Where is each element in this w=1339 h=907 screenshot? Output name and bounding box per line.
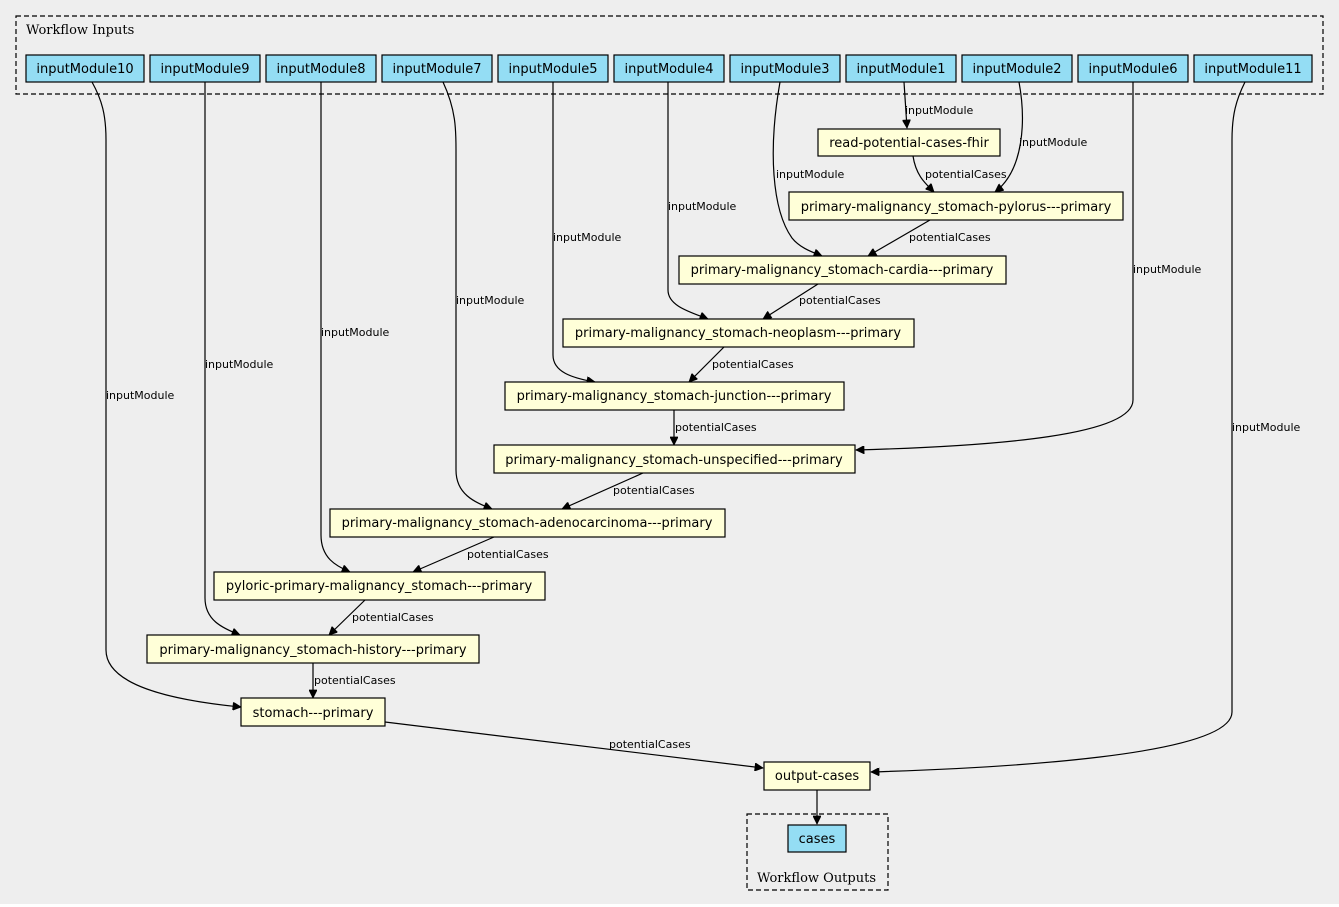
node-label: inputModule3	[741, 62, 830, 77]
node-unspecified-primary[interactable]: primary-malignancy_stomach-unspecified--…	[493, 444, 856, 474]
edge-label-junction: potentialCases	[675, 421, 757, 434]
edge-label-stomach: potentialCases	[609, 738, 691, 751]
node-label: read-potential-cases-fhir	[829, 136, 989, 151]
edge-label-in8: inputModule	[321, 326, 390, 339]
node-inputModule8[interactable]: inputModule8	[265, 54, 377, 83]
node-inputModule9[interactable]: inputModule9	[149, 54, 261, 83]
node-label: inputModule9	[161, 62, 250, 77]
node-label: primary-malignancy_stomach-adenocarcinom…	[342, 516, 713, 531]
edge-adeno-pyloric	[413, 536, 495, 572]
edge-label-in7: inputModule	[456, 294, 525, 307]
node-inputModule4[interactable]: inputModule4	[613, 54, 725, 83]
workflow-outputs-label: Workflow Outputs	[757, 871, 876, 886]
node-cases[interactable]: cases	[787, 824, 847, 853]
edge-label-in3: inputModule	[776, 168, 845, 181]
edge-unspecified-adeno	[562, 472, 644, 509]
workflow-inputs-cluster: Workflow Inputs	[15, 15, 1324, 95]
edge-labels: inputModule inputModule potentialCases i…	[106, 104, 1301, 751]
edge-in1-read	[904, 81, 907, 128]
node-label: primary-malignancy_stomach-pylorus---pri…	[801, 200, 1112, 215]
node-label: cases	[799, 832, 836, 847]
node-label: pyloric-primary-malignancy_stomach---pri…	[226, 579, 533, 594]
edge-label-history: potentialCases	[314, 674, 396, 687]
edge-label-in1: inputModule	[905, 104, 974, 117]
node-label: primary-malignancy_stomach-cardia---prim…	[691, 263, 994, 278]
node-label: primary-malignancy_stomach-unspecified--…	[505, 453, 843, 468]
node-label: inputModule2	[973, 62, 1062, 77]
edge-in3-cardia	[772, 81, 822, 256]
node-inputModule1[interactable]: inputModule1	[845, 54, 957, 83]
edge-label-pyloric: potentialCases	[352, 611, 434, 624]
node-pyloric-primary[interactable]: pyloric-primary-malignancy_stomach---pri…	[213, 571, 546, 601]
node-label: inputModule10	[36, 62, 133, 77]
node-cardia-primary[interactable]: primary-malignancy_stomach-cardia---prim…	[678, 255, 1007, 285]
edge-in11-output	[871, 81, 1246, 772]
node-label: primary-malignancy_stomach-history---pri…	[159, 643, 467, 658]
node-label: inputModule4	[625, 62, 714, 77]
node-inputModule3[interactable]: inputModule3	[729, 54, 841, 83]
node-label: inputModule6	[1089, 62, 1178, 77]
workflow-inputs-label: Workflow Inputs	[26, 23, 134, 38]
node-inputModule2[interactable]: inputModule2	[961, 54, 1073, 83]
edge-label-read: potentialCases	[925, 168, 1007, 181]
node-label: inputModule7	[393, 62, 482, 77]
edge-in4-neoplasm	[667, 82, 708, 319]
node-label: inputModule5	[509, 62, 598, 77]
workflow-outputs-cluster: Workflow Outputs	[746, 813, 889, 891]
node-label: output-cases	[775, 769, 859, 784]
node-inputModule6[interactable]: inputModule6	[1077, 54, 1189, 83]
edge-label-in5: inputModule	[553, 231, 622, 244]
edge-stomach-output	[384, 721, 763, 768]
edge-cardia-neoplasm	[763, 283, 819, 320]
node-output-cases[interactable]: output-cases	[763, 761, 871, 791]
edge-label-pylorus: potentialCases	[909, 231, 991, 244]
node-inputModule10[interactable]: inputModule10	[25, 54, 145, 83]
edges	[91, 81, 1246, 824]
node-inputModule5[interactable]: inputModule5	[497, 54, 609, 83]
node-label: stomach---primary	[253, 706, 374, 721]
edge-label-cardia: potentialCases	[799, 294, 881, 307]
edge-in8-pyloric	[320, 82, 350, 572]
node-pylorus-primary[interactable]: primary-malignancy_stomach-pylorus---pri…	[788, 191, 1124, 221]
edge-label-adeno: potentialCases	[467, 548, 549, 561]
node-read-potential-cases-fhir[interactable]: read-potential-cases-fhir	[817, 128, 1001, 157]
edge-label-in6: inputModule	[1133, 263, 1202, 276]
input-nodes: inputModule10 inputModule9 inputModule8 …	[25, 54, 1313, 83]
node-inputModule11[interactable]: inputModule11	[1193, 54, 1313, 83]
edge-in10-stomach	[91, 81, 241, 707]
node-label: primary-malignancy_stomach-junction---pr…	[517, 389, 832, 404]
node-adenocarcinoma-primary[interactable]: primary-malignancy_stomach-adenocarcinom…	[329, 508, 726, 538]
edge-in7-adeno	[442, 81, 492, 509]
edge-neoplasm-junction	[689, 346, 725, 382]
node-stomach-primary[interactable]: stomach---primary	[240, 697, 386, 727]
edge-label-in11: inputModule	[1232, 421, 1301, 434]
edge-read-pylorus	[912, 155, 934, 192]
edge-label-in10: inputModule	[106, 389, 175, 402]
node-history-primary[interactable]: primary-malignancy_stomach-history---pri…	[146, 634, 480, 664]
edge-pylorus-cardia	[868, 219, 931, 257]
edge-label-in9: inputModule	[205, 358, 274, 371]
edge-in2-pylorus	[995, 81, 1023, 192]
edge-label-in4: inputModule	[668, 200, 737, 213]
node-neoplasm-primary[interactable]: primary-malignancy_stomach-neoplasm---pr…	[562, 318, 915, 348]
edge-label-in2: inputModule	[1019, 136, 1088, 149]
node-label: inputModule1	[857, 62, 946, 77]
node-label: inputModule11	[1204, 62, 1301, 77]
node-label: primary-malignancy_stomach-neoplasm---pr…	[575, 326, 901, 341]
edge-in6-unspecified	[856, 82, 1134, 450]
node-junction-primary[interactable]: primary-malignancy_stomach-junction---pr…	[504, 381, 845, 411]
step-nodes: read-potential-cases-fhir primary-malign…	[146, 128, 1124, 791]
edge-label-neoplasm: potentialCases	[712, 358, 794, 371]
node-inputModule7[interactable]: inputModule7	[381, 54, 493, 83]
edge-pyloric-history	[329, 599, 366, 635]
edge-label-unspecified: potentialCases	[613, 484, 695, 497]
node-label: inputModule8	[277, 62, 366, 77]
edge-in5-junction	[552, 82, 595, 382]
edge-in9-history	[204, 82, 240, 635]
